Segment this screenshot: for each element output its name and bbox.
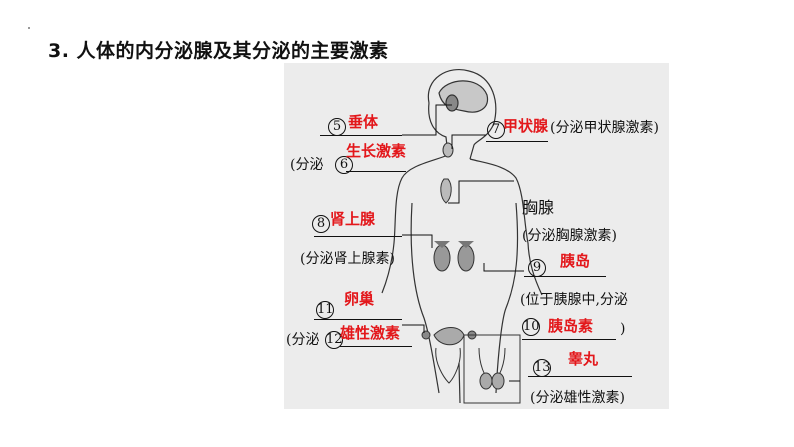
- blank-line-12: [340, 346, 412, 347]
- marker-10: 10: [522, 318, 540, 336]
- decorative-dot: [28, 27, 30, 29]
- answer-insulin: 胰岛素: [548, 317, 594, 335]
- answer-pituitary: 垂体: [348, 113, 379, 131]
- answer-ovary: 卵巢: [344, 290, 375, 308]
- blank-line-7: [486, 141, 548, 142]
- slide-heading: 3. 人体的内分泌腺及其分泌的主要激素: [48, 40, 389, 62]
- marker-6: 6: [335, 156, 353, 174]
- blank-line-13: [528, 376, 632, 377]
- answer-male-hormone: 雄性激素: [340, 324, 401, 342]
- body-outline-drawing: [381, 69, 543, 404]
- blank-line-6: [346, 171, 406, 172]
- label-secrete-6: (分泌: [290, 157, 324, 173]
- label-testis-hormone: (分泌雄性激素): [530, 390, 625, 406]
- label-thymus: 胸腺: [522, 198, 555, 217]
- answer-adrenal: 肾上腺: [330, 210, 376, 228]
- label-secrete-12: (分泌: [286, 332, 320, 348]
- label-thymus-hormone: (分泌胸腺激素): [522, 228, 617, 244]
- blank-line-5: [320, 135, 402, 136]
- blank-line-9: [524, 276, 606, 277]
- marker-5: 5: [328, 118, 346, 136]
- answer-growth-hormone: 生长激素: [346, 142, 407, 160]
- answer-testis: 睾丸: [568, 350, 599, 368]
- marker-7: 7: [487, 121, 505, 139]
- blank-line-11: [314, 319, 402, 320]
- marker-8: 8: [312, 215, 330, 233]
- marker-9: 9: [528, 259, 546, 277]
- blank-line-8: [314, 236, 402, 237]
- marker-11: 11: [316, 301, 334, 319]
- answer-islets: 胰岛: [560, 252, 591, 270]
- label-thyroid-hormone: (分泌甲状腺激素): [550, 120, 659, 136]
- marker-13: 13: [533, 359, 551, 377]
- marker-12: 12: [325, 331, 343, 349]
- label-close-paren: ): [620, 321, 626, 337]
- endocrine-figure: 5 垂体 (分泌 6 生长激素 7 甲状腺 (分泌甲状腺激素) 胸腺 (分泌胸腺…: [284, 63, 669, 409]
- blank-line-10: [522, 339, 616, 340]
- answer-thyroid: 甲状腺: [503, 117, 549, 135]
- label-pancreas-note: (位于胰腺中,分泌: [520, 292, 628, 308]
- label-adrenal-hormone: (分泌肾上腺素): [300, 251, 395, 267]
